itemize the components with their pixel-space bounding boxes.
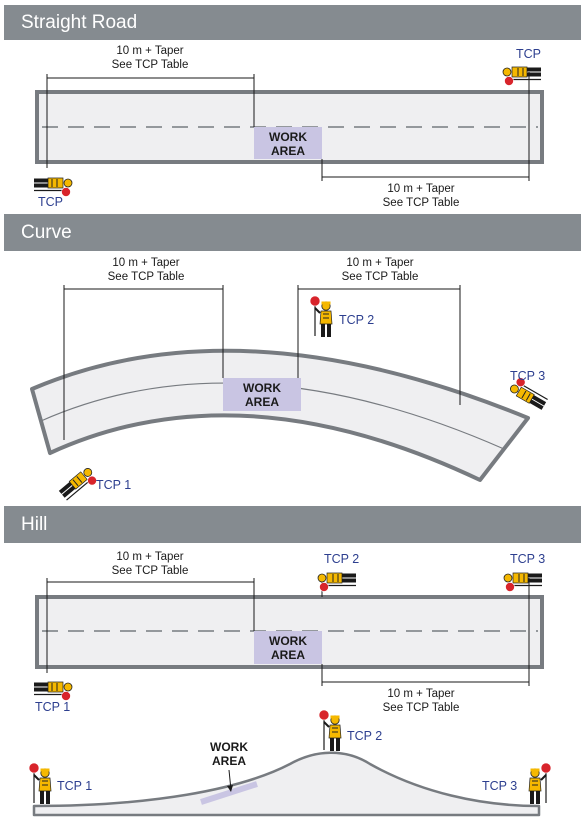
section-header-curve: Curve xyxy=(4,214,581,251)
dimension-label: 10 m + Taper xyxy=(116,551,183,563)
section-header-straight-road: Straight Road xyxy=(4,5,581,40)
flagger-icon xyxy=(502,66,542,87)
tcp-label: TCP xyxy=(38,195,63,209)
flagger-icon xyxy=(309,295,333,338)
tcp-label: TCP 3 xyxy=(510,369,545,383)
flagger-icon xyxy=(28,762,52,805)
tcp-label: TCP 2 xyxy=(347,729,382,743)
work-area-label-line2: AREA xyxy=(212,754,246,768)
tcp-label: TCP 3 xyxy=(510,552,545,566)
work-area xyxy=(254,127,322,159)
flagger-icon xyxy=(528,762,552,805)
work-area-label-line2: AREA xyxy=(271,648,305,662)
section-title: Straight Road xyxy=(21,11,138,33)
curve-diagram: WORK AREA 10 m + Taper See TCP Table 10 … xyxy=(30,257,552,506)
flagger-icon xyxy=(57,465,101,506)
flagger-icon xyxy=(318,709,342,752)
dimension-label: See TCP Table xyxy=(383,197,460,209)
dimension-label: See TCP Table xyxy=(108,271,185,283)
hill-profile-road xyxy=(32,751,541,817)
flagger-icon xyxy=(317,572,357,593)
dimension-label: See TCP Table xyxy=(342,271,419,283)
work-area xyxy=(254,631,322,664)
section-title: Curve xyxy=(21,221,72,243)
dimension-label: See TCP Table xyxy=(112,59,189,71)
work-area-label-line2: AREA xyxy=(271,144,305,158)
flagger-icon xyxy=(503,572,543,593)
tcp-label: TCP 3 xyxy=(482,779,517,793)
dimension-label: 10 m + Taper xyxy=(387,688,454,700)
work-area-marker xyxy=(200,781,258,805)
work-area xyxy=(223,378,301,411)
dimension-label: See TCP Table xyxy=(112,565,189,577)
tcp-label: TCP 1 xyxy=(35,700,70,714)
tcp-label: TCP 1 xyxy=(57,779,92,793)
work-area-label-line1: WORK xyxy=(210,740,248,754)
section-title: Hill xyxy=(21,513,48,535)
hill-road-diagram: WORK AREA 10 m + Taper See TCP Table 10 … xyxy=(33,551,545,714)
dimension-label: 10 m + Taper xyxy=(112,257,179,269)
curved-road-surface xyxy=(30,348,530,482)
section-header-hill: Hill xyxy=(4,506,581,543)
tcp-label: TCP xyxy=(516,47,541,61)
tcp-label: TCP 2 xyxy=(324,552,359,566)
work-area-label-line1: WORK xyxy=(269,634,307,648)
work-area-label-line2: AREA xyxy=(245,395,279,409)
tcp-label: TCP 2 xyxy=(339,313,374,327)
hill-profile-diagram: WORK AREA TCP 1 TCP 2 TCP 3 xyxy=(28,709,552,817)
flagger-icon xyxy=(33,681,73,702)
straight-road-diagram: WORK AREA 10 m + Taper See TCP Table 10 … xyxy=(33,45,544,209)
tcp-label: TCP 1 xyxy=(96,478,131,492)
flagger-icon xyxy=(33,177,73,198)
dimension-label: 10 m + Taper xyxy=(346,257,413,269)
work-area-label-line1: WORK xyxy=(243,381,281,395)
dimension-label: See TCP Table xyxy=(383,702,460,714)
dimension-label: 10 m + Taper xyxy=(116,45,183,57)
dimension-label: 10 m + Taper xyxy=(387,183,454,195)
work-area-label-line1: WORK xyxy=(269,130,307,144)
